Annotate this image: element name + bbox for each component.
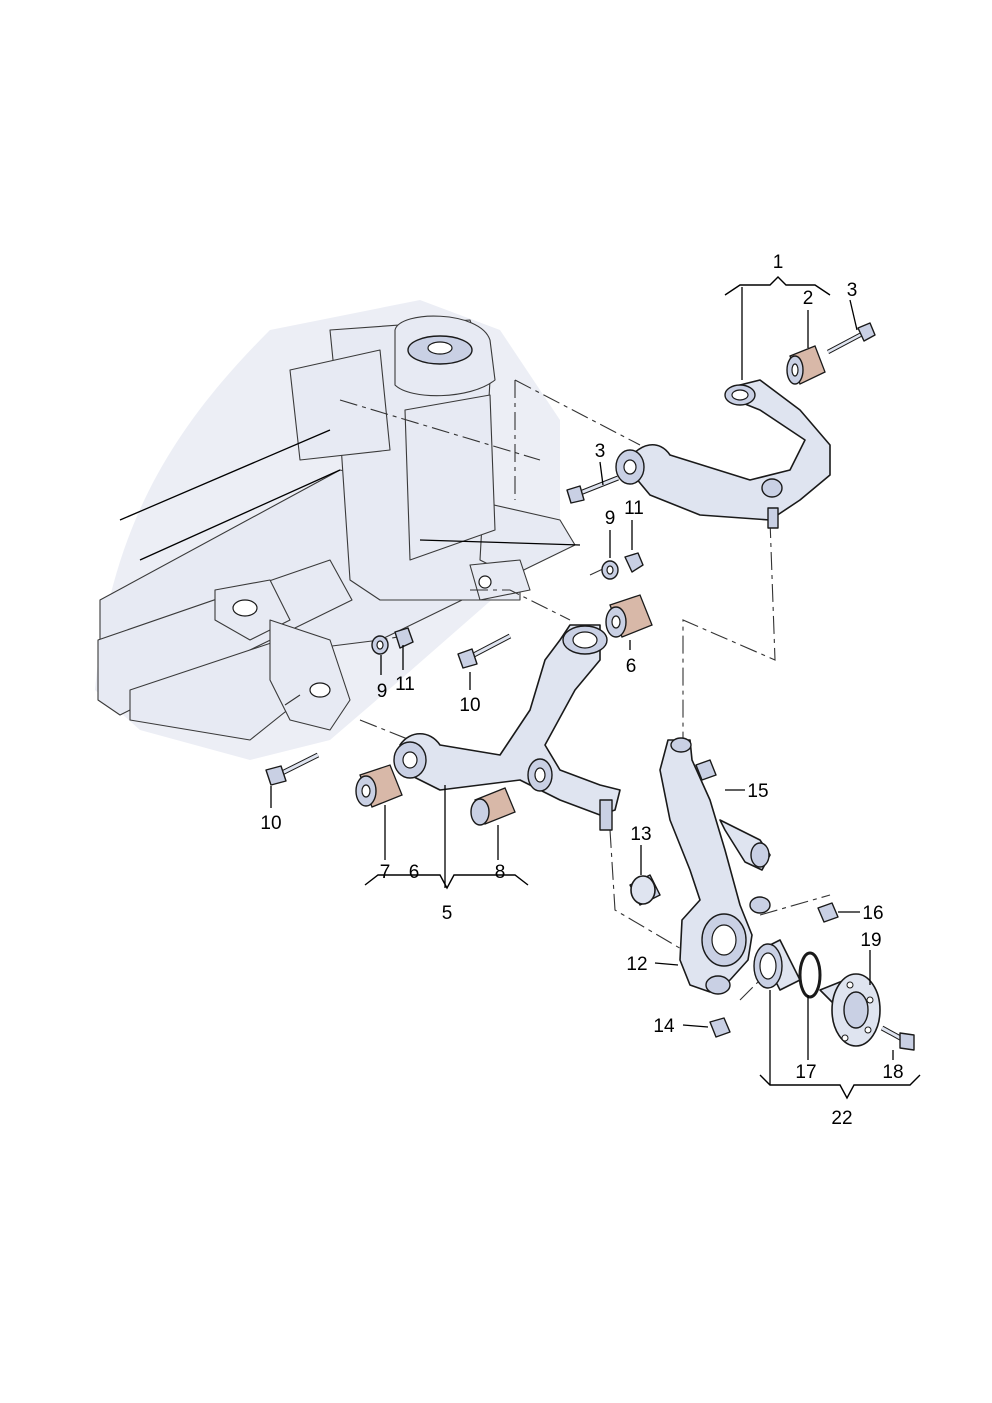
callout-6-lower: 6: [409, 862, 420, 883]
nut-14: [709, 1017, 731, 1038]
callout-2: 2: [803, 288, 814, 309]
wheel-bearing-housing: [659, 737, 771, 995]
bolt-18: [880, 1025, 915, 1051]
callout-16: 16: [862, 903, 883, 924]
callout-19: 19: [860, 930, 881, 951]
callout-15: 15: [747, 781, 768, 802]
nut-16: [817, 902, 839, 923]
callout-7: 7: [380, 862, 391, 883]
callout-9-upper: 9: [605, 508, 616, 529]
bolt-lower-upper: [457, 633, 512, 669]
callout-1: 1: [773, 252, 784, 273]
callout-6-upper: 6: [626, 656, 637, 677]
bushing-lower-rear: [605, 594, 653, 638]
callout-18: 18: [882, 1062, 903, 1083]
callout-10-middle: 10: [459, 695, 480, 716]
wheel-hub: [819, 973, 881, 1047]
upper-control-arm: [615, 379, 831, 529]
circlip: [798, 951, 822, 999]
bushing-upper: [786, 345, 826, 385]
callout-3-upper-front: 3: [595, 441, 606, 462]
bolt-lower-left: [265, 752, 320, 786]
wheel-bearing: [753, 939, 801, 991]
callout-13: 13: [630, 824, 651, 845]
callout-22: 22: [831, 1108, 852, 1129]
vehicle-subframe: [95, 300, 581, 760]
callout-12: 12: [626, 954, 647, 975]
callout-10-left: 10: [260, 813, 281, 834]
callout-11-lower: 11: [395, 674, 415, 695]
cap-13: [629, 874, 661, 906]
washer-nut-lower: [371, 627, 414, 655]
callout-labels: 1 2 3 3 9 11 6 9 11 10 10 7 6 8 5 13 15 …: [260, 252, 903, 1129]
bolt-upper-front: [566, 475, 619, 504]
bushing-hydro: [470, 787, 516, 826]
washer-nut-upper: [601, 552, 644, 580]
nut-15: [695, 759, 717, 781]
callout-11-upper: 11: [624, 498, 644, 519]
leader-lines: [270, 276, 921, 1100]
callout-17: 17: [795, 1062, 816, 1083]
bushing-lower-front: [355, 764, 403, 808]
callout-5: 5: [442, 903, 453, 924]
callout-8: 8: [495, 862, 506, 883]
callout-3-upper-rear: 3: [847, 280, 858, 301]
bolt-upper-rear: [826, 322, 876, 354]
lower-control-arm: [393, 624, 621, 831]
callout-14: 14: [653, 1016, 675, 1037]
tie-rod-end: [719, 819, 771, 871]
callout-9-lower: 9: [377, 681, 388, 702]
